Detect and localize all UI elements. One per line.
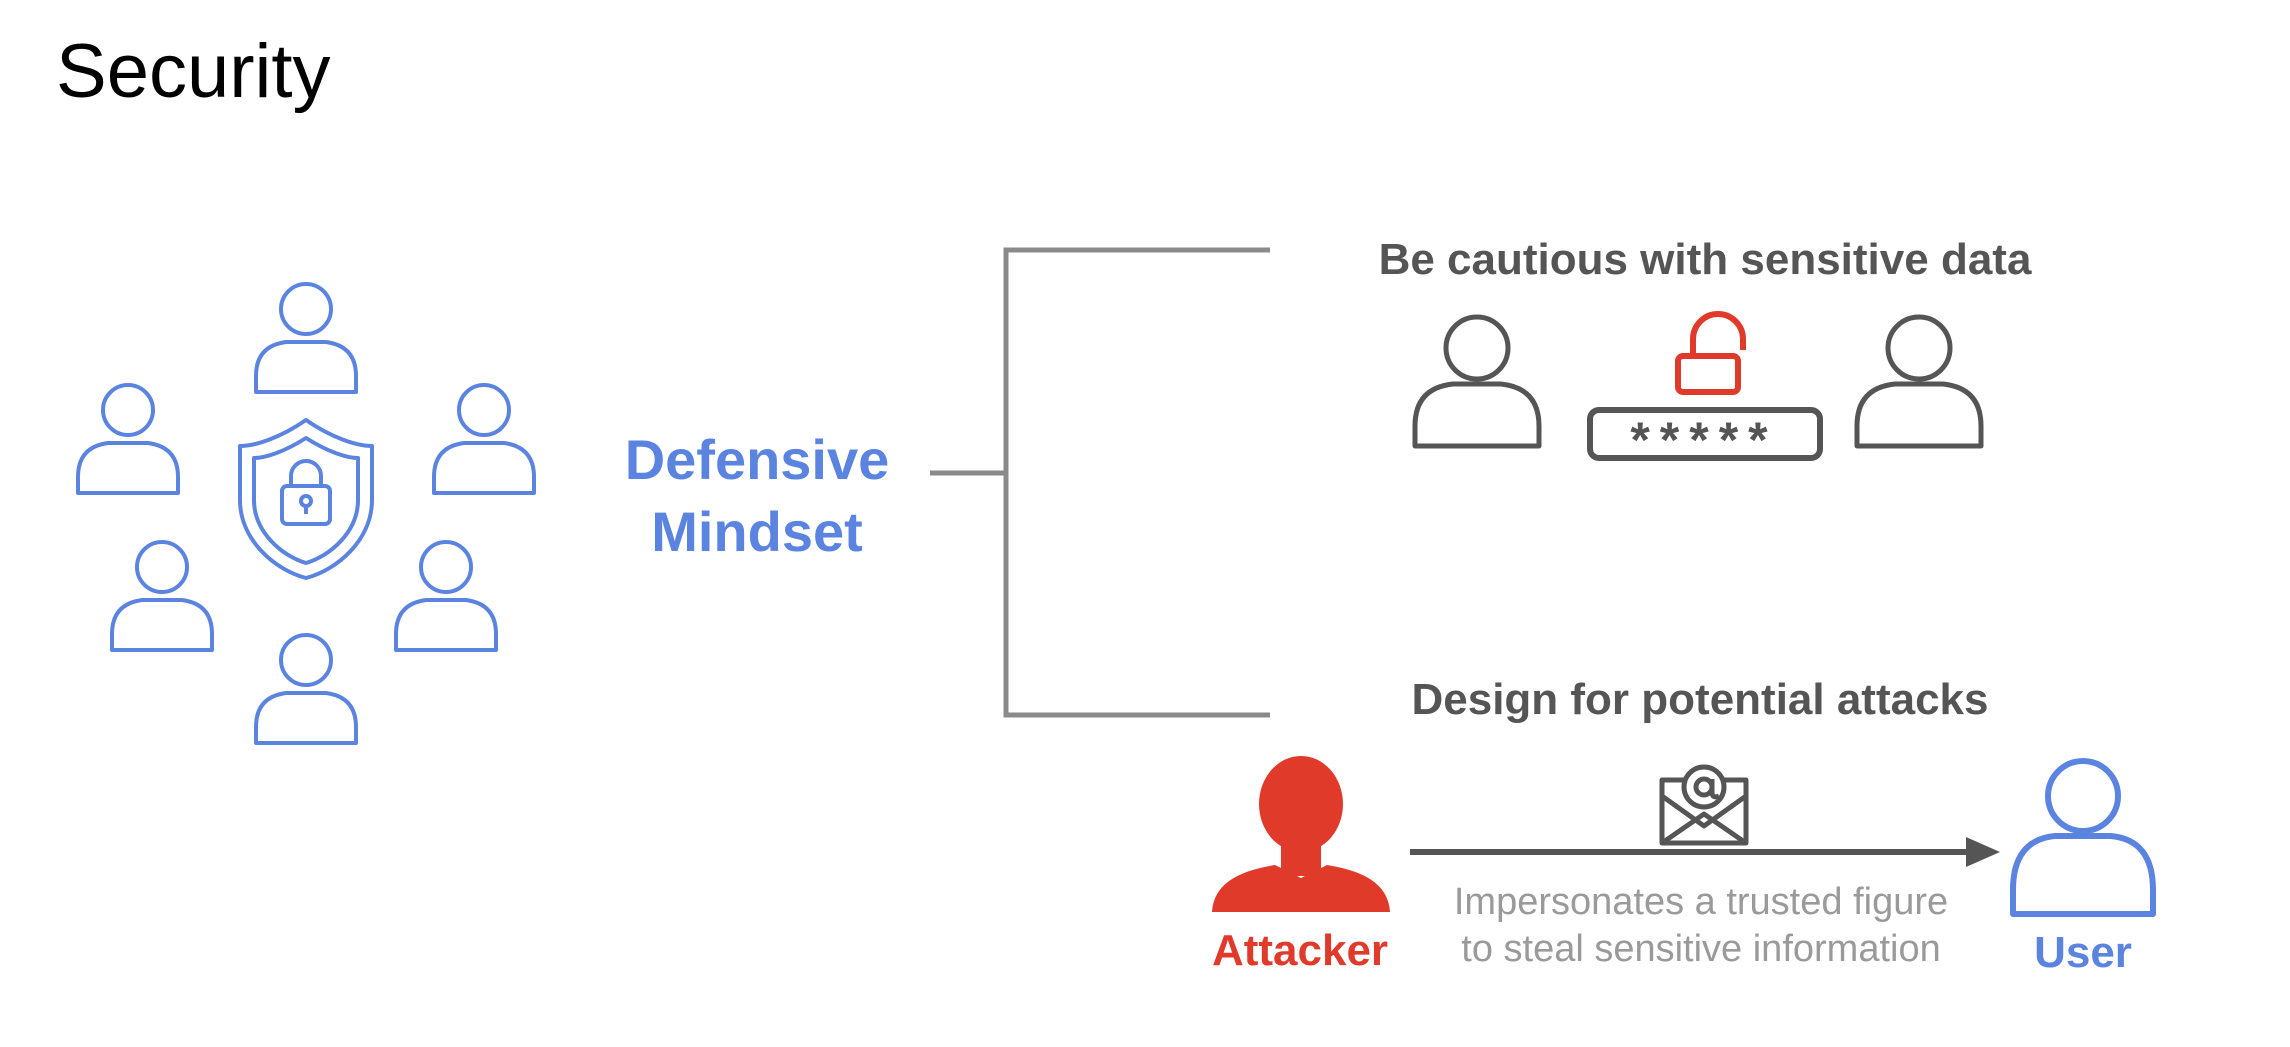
person-outline-icon: [254, 633, 358, 745]
person-outline-icon: [2010, 758, 2156, 917]
person-outline-icon: [76, 383, 180, 495]
concept-label-line2: Mindset: [651, 500, 863, 563]
person-outline-icon: [1412, 314, 1542, 449]
page-title: Security: [56, 29, 331, 114]
password-field-icon: *****: [1587, 407, 1823, 468]
attack-caption-line1: Impersonates a trusted figure: [1454, 881, 1948, 923]
person-outline-icon: [110, 540, 214, 652]
person-outline-icon: [432, 383, 536, 495]
shield-lock-icon: [238, 418, 374, 580]
bracket-connector: [930, 247, 1270, 718]
unlocked-padlock-icon: [1675, 311, 1746, 395]
attacks-heading: Design for potential attacks: [1411, 675, 1988, 724]
user-label: User: [2034, 928, 2132, 977]
attack-caption-line2: to steal sensitive information: [1461, 928, 1940, 970]
attacker-silhouette-icon: [1212, 756, 1390, 912]
sensitive-data-heading: Be cautious with sensitive data: [1379, 235, 2032, 284]
people-network: [76, 282, 536, 745]
person-outline-icon: [254, 282, 358, 394]
attack-arrow: [1410, 837, 2000, 867]
attacker-label: Attacker: [1212, 926, 1388, 975]
password-mask: *****: [1630, 412, 1777, 468]
person-outline-icon: [1854, 314, 1984, 449]
email-at-icon: [1659, 764, 1749, 846]
concept-label-line1: Defensive: [625, 428, 890, 491]
person-outline-icon: [394, 540, 498, 652]
